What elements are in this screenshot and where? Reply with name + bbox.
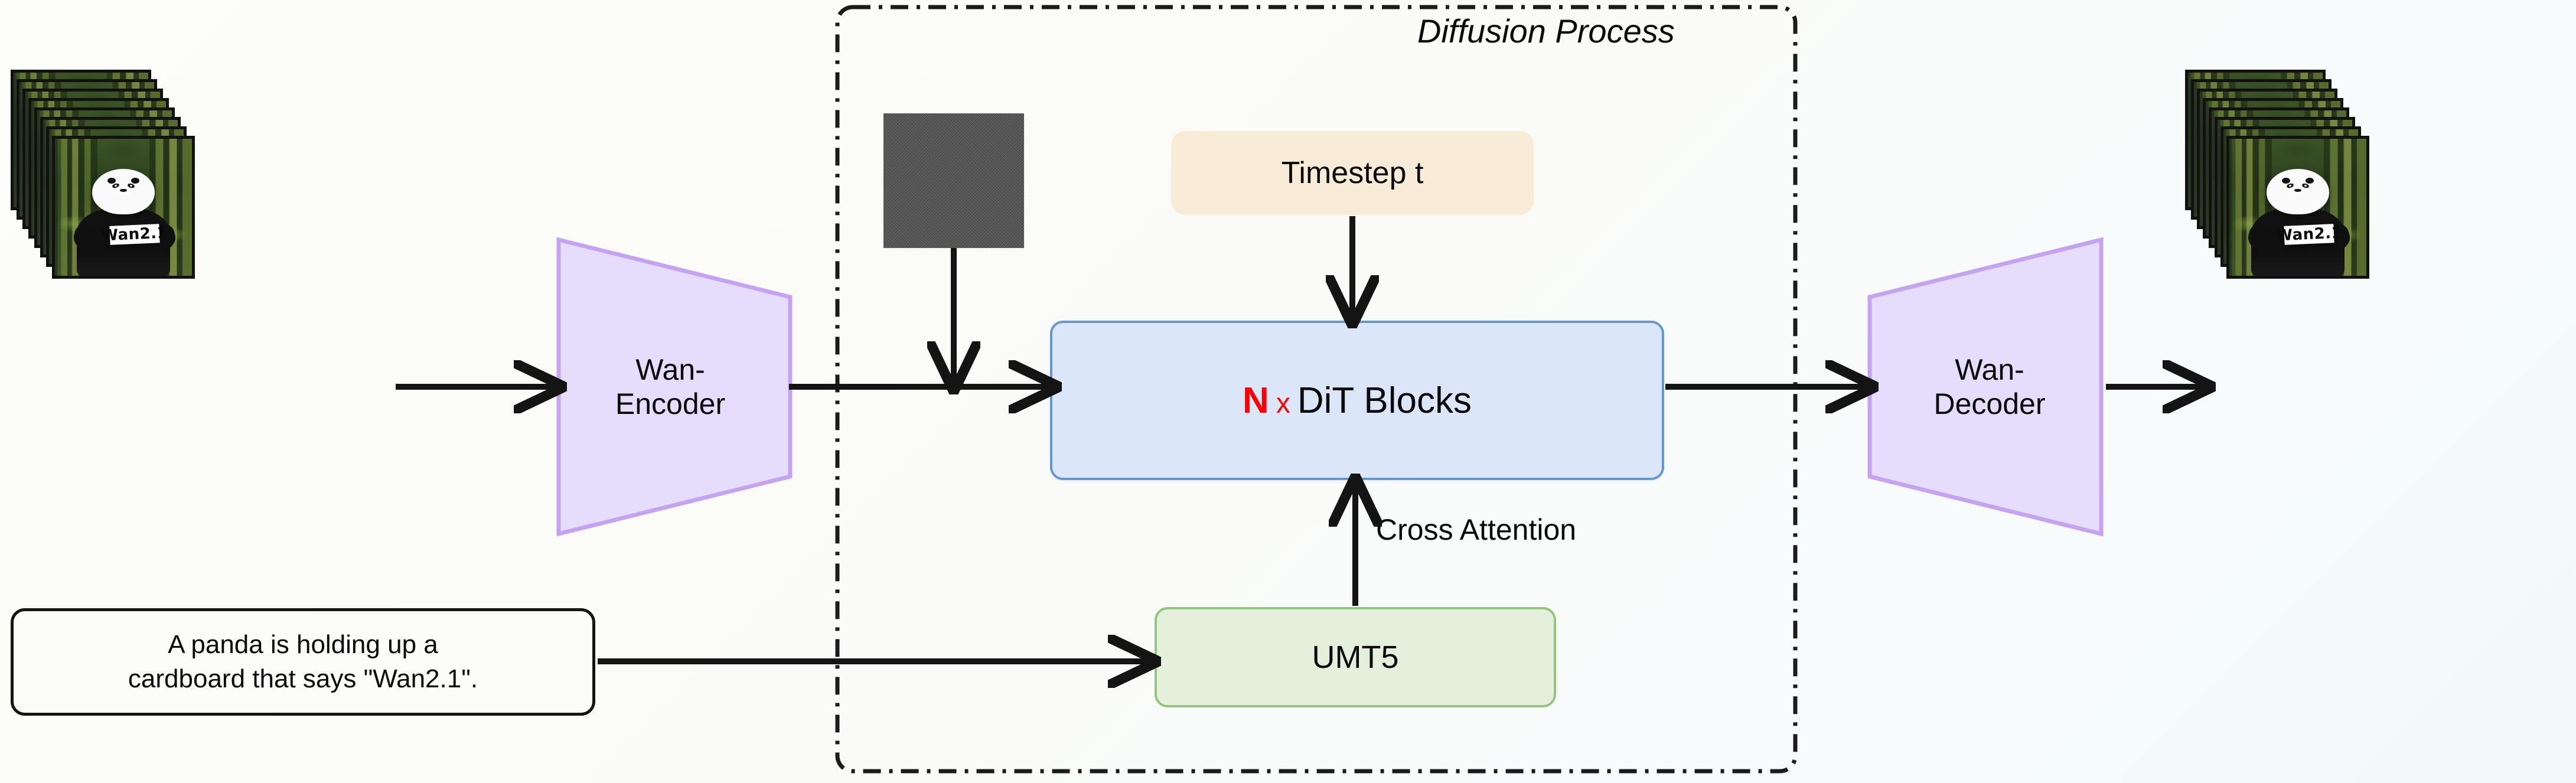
umt5-node[interactable]: UMT5 — [1155, 607, 1556, 707]
prompt-line-2: cardboard that says "Wan2.1". — [128, 664, 478, 693]
cardboard-sign-text: Wan2.1 — [2275, 224, 2343, 245]
panda-eye-right — [127, 182, 135, 189]
gaussian-noise-latent — [883, 113, 1024, 248]
output-video-frame-stack: Wan2.1Wan2.1Wan2.1Wan2.1Wan2.1Wan2.1Wan2… — [2185, 70, 2369, 279]
cardboard-sign: Wan2.1 — [101, 224, 168, 246]
timestep-label: Timestep t — [1281, 156, 1424, 190]
panda-ear-left — [107, 177, 116, 184]
panda-snout — [119, 188, 128, 193]
dit-times-symbol: x — [1276, 387, 1290, 419]
panda-pupil-right — [130, 184, 133, 187]
dit-multiplier: N — [1243, 380, 1269, 421]
panda-pupil-right — [2304, 184, 2307, 187]
diffusion-process-label: Diffusion Process — [1417, 12, 1675, 50]
cross-attention-label: Cross Attention — [1376, 513, 1577, 546]
panda-eye-right — [2301, 182, 2310, 189]
panda-photo: Wan2.1 — [55, 139, 192, 276]
panda-eye-left — [2286, 182, 2294, 189]
panda-ear-right — [2305, 177, 2314, 184]
panda-ear-right — [131, 177, 139, 184]
panda-ear-left — [2282, 177, 2291, 184]
panda-head — [92, 169, 155, 214]
dit-blocks-label: DiT Blocks — [1297, 380, 1472, 421]
panda-eye-left — [112, 182, 120, 189]
umt5-label: UMT5 — [1312, 640, 1399, 675]
panda-snout — [2294, 188, 2302, 193]
video-frame: Wan2.1 — [52, 136, 195, 279]
dit-blocks-node[interactable]: N x DiT Blocks — [1050, 321, 1664, 480]
panda-muzzle — [116, 190, 131, 195]
video-frame: Wan2.1 — [2226, 136, 2369, 279]
panda-head — [2266, 169, 2330, 214]
panda-pupil-left — [2288, 185, 2291, 187]
panda-pupil-left — [114, 185, 117, 187]
panda-muzzle — [2290, 190, 2306, 195]
wan-encoder-node[interactable]: Wan- Encoder — [555, 236, 794, 537]
panda-photo: Wan2.1 — [2229, 139, 2366, 276]
prompt-text-box[interactable]: A panda is holding up a cardboard that s… — [11, 608, 595, 716]
input-video-frame-stack: Wan2.1Wan2.1Wan2.1Wan2.1Wan2.1Wan2.1Wan2… — [11, 70, 195, 279]
cardboard-sign: Wan2.1 — [2275, 224, 2343, 246]
cardboard-sign-text: Wan2.1 — [100, 224, 168, 245]
wan-decoder-node[interactable]: Wan- Decoder — [1866, 236, 2105, 537]
timestep-node[interactable]: Timestep t — [1171, 131, 1534, 215]
prompt-line-1: A panda is holding up a — [168, 629, 438, 659]
